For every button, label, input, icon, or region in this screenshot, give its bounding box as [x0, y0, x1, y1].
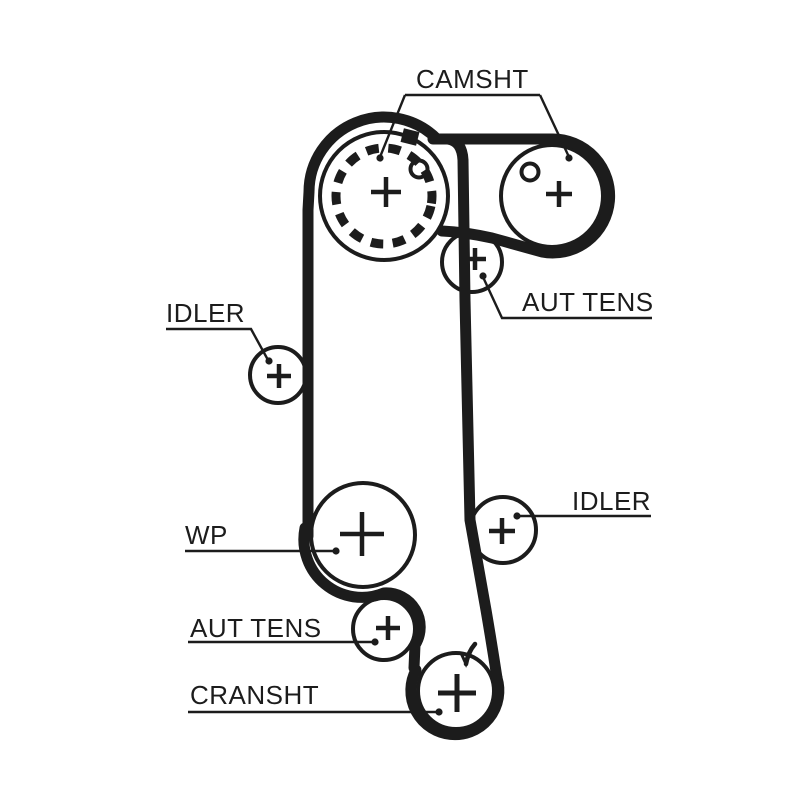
hidden-belt-dashed-circle — [331, 143, 437, 249]
pulley-center-cross-icon — [340, 512, 384, 556]
pulley-center-cross-icon — [546, 181, 572, 207]
aut-tens-bottom-label: AUT TENS — [190, 613, 322, 643]
pulley-center-cross-icon — [489, 518, 515, 544]
idler-pulley-left — [248, 345, 308, 405]
pulley-center-cross-icon — [376, 616, 400, 640]
pulley-center-cross-icon — [267, 364, 291, 388]
labels: CAMSHT IDLER AUT TENS IDLER WP AUT TENS … — [166, 64, 654, 710]
camshaft-leader-line — [378, 93, 571, 158]
aut-tens-top-leader-line — [481, 276, 652, 320]
camshaft-label: CAMSHT — [416, 64, 529, 94]
camshaft-pulley-right — [499, 143, 605, 249]
timing-notch-icon — [459, 650, 473, 668]
timing-hole-icon — [519, 161, 541, 183]
aut-tens-top-label: AUT TENS — [522, 287, 654, 317]
belt-crank-wrap — [405, 664, 505, 741]
camshaft-pulley-left — [318, 130, 450, 262]
leader-dot — [479, 272, 487, 280]
belt-right-run — [442, 133, 503, 684]
pulley-center-cross-icon — [371, 177, 401, 207]
leader-lines — [166, 93, 652, 716]
water-pump-pulley — [309, 481, 417, 589]
leader-dot — [371, 638, 379, 646]
belt-transition-mark — [400, 128, 420, 146]
idler-left-label: IDLER — [166, 298, 245, 328]
timing-hole-icon — [408, 158, 430, 180]
leader-dot — [513, 512, 521, 520]
belt-left-run — [302, 111, 443, 542]
tensioner-pulley-bottom — [351, 596, 417, 662]
idler-right-label: IDLER — [572, 486, 651, 516]
pulley-center-cross-icon — [438, 674, 476, 712]
leader-dot — [565, 154, 573, 162]
leader-dot — [332, 547, 340, 555]
leader-dot — [435, 708, 443, 716]
leader-dot — [376, 154, 384, 162]
leader-dot — [265, 357, 273, 365]
water-pump-label: WP — [185, 520, 228, 550]
crankshaft-pulley — [416, 641, 496, 731]
crankshaft-label: CRANSHT — [190, 680, 319, 710]
timing-belt — [298, 111, 616, 741]
belt-top-and-right-cam-wrap — [427, 133, 616, 259]
idler-left-leader-line — [166, 327, 270, 361]
belt-wp-tensioner-wrap — [298, 522, 426, 674]
